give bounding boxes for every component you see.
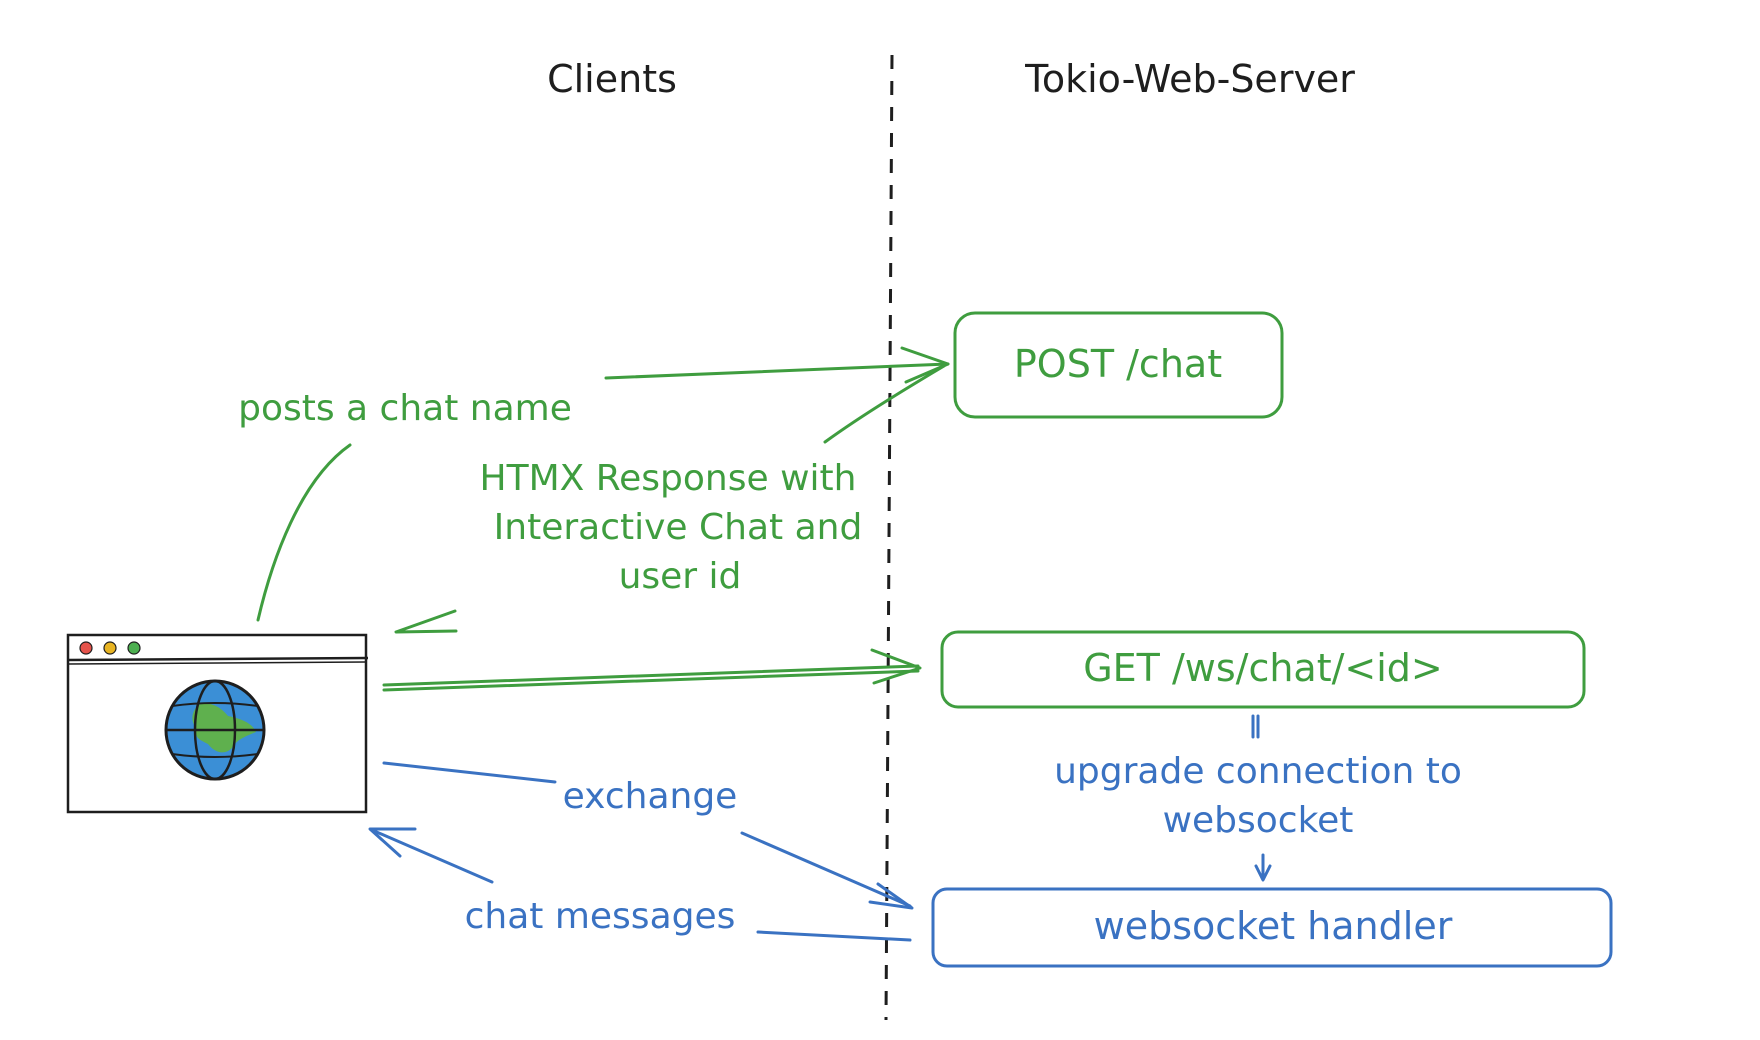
clients-server-divider [884,54,894,1021]
htmx-response-line [823,364,946,444]
clients-header: Clients [547,57,677,101]
exchange-arrowhead [868,882,914,910]
exchange-line-end [740,831,912,908]
window-minimize-dot [103,641,117,655]
upgrade-label-line1: upgrade connection to [1054,751,1462,792]
get-ws-label: GET /ws/chat/<id> [1083,646,1443,690]
ws-request-arrow-b [382,669,920,692]
post-request-arrow [604,362,950,380]
chat-messages-arrowhead [368,827,417,858]
window-close-dot [79,641,93,655]
exchange-label: exchange [563,776,738,817]
post-chat-box: POST /chat [953,311,1284,419]
htmx-response-label-line1: HTMX Response with [480,458,857,499]
chat-messages-label: chat messages [465,896,736,937]
exchange-line-start [382,761,557,784]
websocket-handler-label: websocket handler [1094,904,1453,948]
htmx-response-arrowhead [394,609,458,634]
upgrade-arrowhead [1254,864,1272,882]
chat-messages-line-start [756,930,912,942]
post-chat-label: POST /chat [1014,342,1222,386]
ws-request-arrowhead [870,648,922,685]
post-label-connector [256,443,352,622]
window-maximize-dot [127,641,141,655]
get-ws-box: GET /ws/chat/<id> [940,630,1586,709]
chat-messages-line-end [370,828,494,884]
websocket-handler-box: websocket handler [931,887,1613,968]
globe-icon [164,679,266,781]
browser-window-icon [66,633,369,814]
posts-chat-name-label: posts a chat name [238,388,572,429]
server-header: Tokio-Web-Server [1024,57,1355,101]
htmx-response-label-line3: user id [619,556,742,597]
htmx-response-label-line2: Interactive Chat and [494,507,863,548]
ws-request-arrow-a [382,664,920,687]
post-request-arrowhead [900,346,950,384]
upgrade-label-line2: websocket [1163,800,1354,841]
